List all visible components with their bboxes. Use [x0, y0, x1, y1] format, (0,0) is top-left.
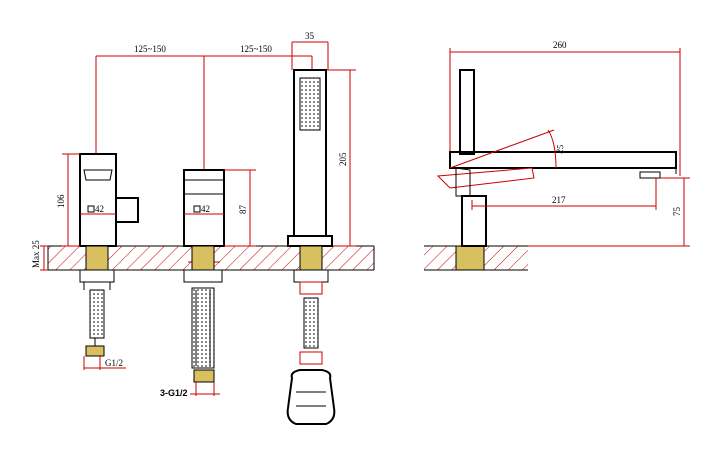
side-view: 260 25 217 — [424, 40, 690, 271]
max-deck-dimension: Max 25 — [31, 240, 48, 271]
handshower — [286, 69, 336, 425]
spout-angle-label: 25 — [554, 143, 565, 154]
spacing-dimensions: 125~150 125~150 — [95, 44, 313, 170]
right-valve-square-label: 42 — [201, 204, 210, 214]
spout-reach-label: 217 — [552, 195, 566, 205]
front-view: Max 25 125~150 125~150 35 205 — [31, 31, 375, 425]
total-height-label: 205 — [338, 152, 348, 166]
handshower-width-dimension: 35 — [291, 31, 329, 70]
right-valve: 87 42 Ø 35 3-G1/2 — [160, 169, 256, 398]
handshower-width-label: 35 — [305, 31, 315, 41]
total-length-label: 260 — [553, 40, 567, 50]
total-height-dimension: 205 — [326, 69, 356, 247]
spacing-left-label: 125~150 — [134, 44, 166, 54]
handshower-spray-face — [299, 77, 321, 131]
right-connection-label: 3-G1/2 — [160, 388, 188, 398]
spout-height-dimension: 75 — [528, 177, 690, 247]
spout-height-label: 75 — [672, 207, 682, 217]
square-symbol-icon-2 — [193, 205, 201, 213]
max-deck-label: Max 25 — [31, 240, 41, 268]
spout-reach-dimension: 217 — [471, 178, 657, 210]
left-connection-label: G1/2 — [105, 358, 123, 368]
right-valve-height-label: 87 — [238, 205, 248, 215]
side-deck — [424, 245, 528, 271]
left-valve: 106 42 G1/2 — [56, 153, 139, 370]
side-handshower — [459, 69, 475, 155]
total-length-dimension: 260 — [449, 40, 681, 176]
left-valve-square-label: 42 — [95, 204, 104, 214]
spout-angle-dimension: 25 — [449, 129, 566, 169]
side-spout — [436, 151, 677, 247]
square-symbol-icon — [87, 205, 95, 213]
left-valve-height-label: 106 — [56, 194, 66, 208]
spacing-right-label: 125~150 — [240, 44, 272, 54]
